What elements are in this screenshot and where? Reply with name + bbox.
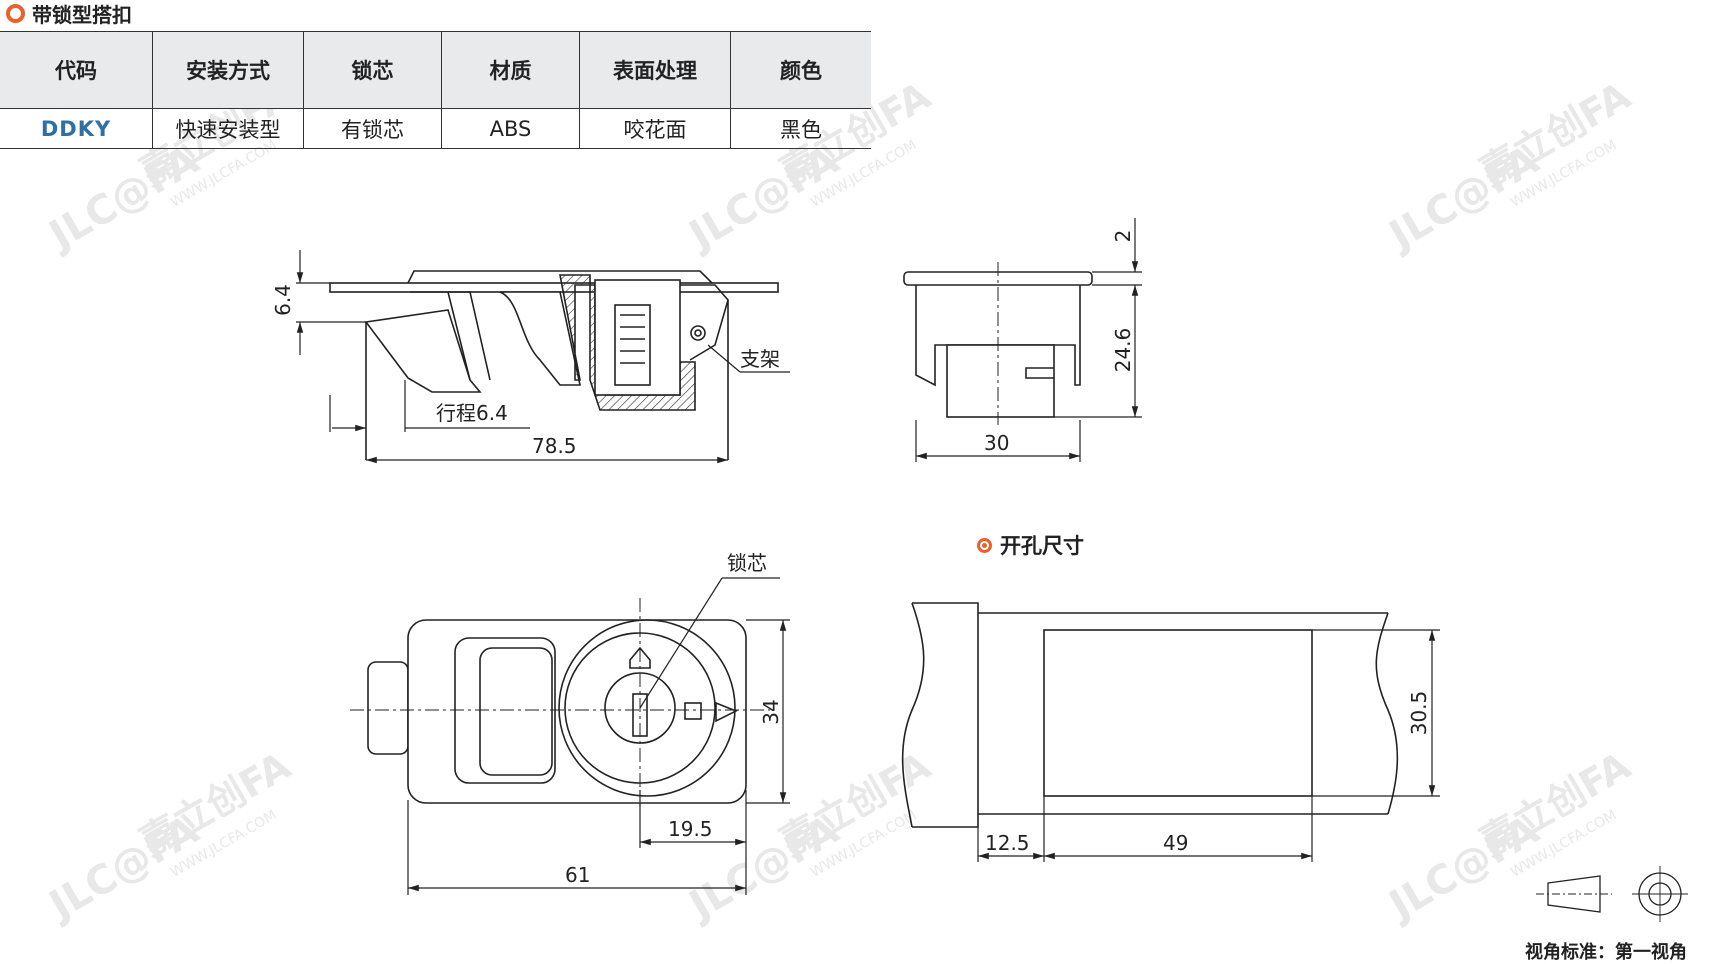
frustum-icon xyxy=(1547,875,1601,913)
projection-symbol xyxy=(1536,866,1688,922)
cell-color: 黑色 xyxy=(730,108,871,149)
lock-outer-ring xyxy=(558,619,736,797)
table-header-row: 代码 安装方式 锁芯 材质 表面处理 颜色 xyxy=(0,31,871,109)
break-left xyxy=(901,602,925,828)
end-lower-block xyxy=(946,344,1055,418)
lock-core-label: 锁芯 xyxy=(727,551,767,575)
cell-code: DDKY xyxy=(0,108,153,149)
header-install: 安装方式 xyxy=(152,31,304,109)
top-latch-tab xyxy=(367,661,409,755)
top-body xyxy=(407,619,747,804)
latch-curve xyxy=(499,291,581,386)
cutout-height-label: 30.5 xyxy=(1407,691,1431,736)
top-height-label: 34 xyxy=(759,699,783,724)
handle-body xyxy=(364,309,482,393)
panel-edge xyxy=(912,602,979,828)
section-title: 带锁型搭扣 xyxy=(6,0,132,27)
cell-material: ABS xyxy=(441,108,580,149)
side-height-label: 6.4 xyxy=(271,284,295,316)
end-top-label: 2 xyxy=(1111,230,1135,243)
header-material: 材质 xyxy=(441,31,580,109)
header-code: 代码 xyxy=(0,31,153,109)
spec-table: 代码 安装方式 锁芯 材质 表面处理 颜色 DDKY 快速安装型 有锁芯 ABS… xyxy=(0,31,871,149)
cutout-hole xyxy=(1043,629,1313,797)
target-icon xyxy=(977,537,992,553)
break-right xyxy=(1375,612,1399,815)
cylinder-body xyxy=(594,279,681,396)
bracket xyxy=(680,284,729,361)
end-height-label: 24.6 xyxy=(1111,328,1135,373)
cell-core: 有锁芯 xyxy=(303,108,442,149)
cell-install: 快速安装型 xyxy=(152,108,304,149)
side-view xyxy=(329,270,779,460)
side-dims xyxy=(296,250,790,464)
end-view xyxy=(903,262,1093,425)
cell-surface: 咬花面 xyxy=(579,108,731,149)
cutout-edge-label: 12.5 xyxy=(985,831,1030,855)
end-width-label: 30 xyxy=(984,431,1009,455)
top-length-label: 61 xyxy=(565,863,590,887)
section-title-text: 带锁型搭扣 xyxy=(32,2,132,27)
header-color: 颜色 xyxy=(730,31,871,109)
top-dims xyxy=(407,577,790,895)
cylinder-core xyxy=(614,304,651,386)
projection-label: 视角标准：第一视角 xyxy=(1525,942,1687,963)
table-row: DDKY 快速安装型 有锁芯 ABS 咬花面 黑色 xyxy=(0,108,871,149)
header-core: 锁芯 xyxy=(303,31,442,109)
cutout-title: 开孔尺寸 xyxy=(977,530,1084,560)
top-view xyxy=(350,598,770,815)
end-notch xyxy=(1025,367,1054,379)
handle-recess-inner xyxy=(479,647,553,776)
cutout-dims xyxy=(977,629,1440,862)
side-length-label: 78.5 xyxy=(532,434,577,458)
arrow-mark xyxy=(715,701,738,723)
bracket-label: 支架 xyxy=(740,347,780,371)
bracket-pivot xyxy=(690,325,706,341)
bracket-pivot-inner xyxy=(694,329,702,337)
lock-indicator xyxy=(629,646,651,669)
cutout-title-text: 开孔尺寸 xyxy=(1000,534,1084,558)
housing-top xyxy=(407,270,713,284)
end-dims xyxy=(915,218,1142,462)
handle-inner xyxy=(448,291,491,381)
circle-icon xyxy=(6,3,25,23)
cutout-width-label: 49 xyxy=(1163,831,1188,855)
cylinder-pins xyxy=(620,314,645,364)
top-offset-label: 19.5 xyxy=(668,817,713,841)
cutout-view xyxy=(901,602,1399,828)
lock-square-mark xyxy=(684,702,702,720)
stroke-label: 行程6.4 xyxy=(436,401,508,425)
